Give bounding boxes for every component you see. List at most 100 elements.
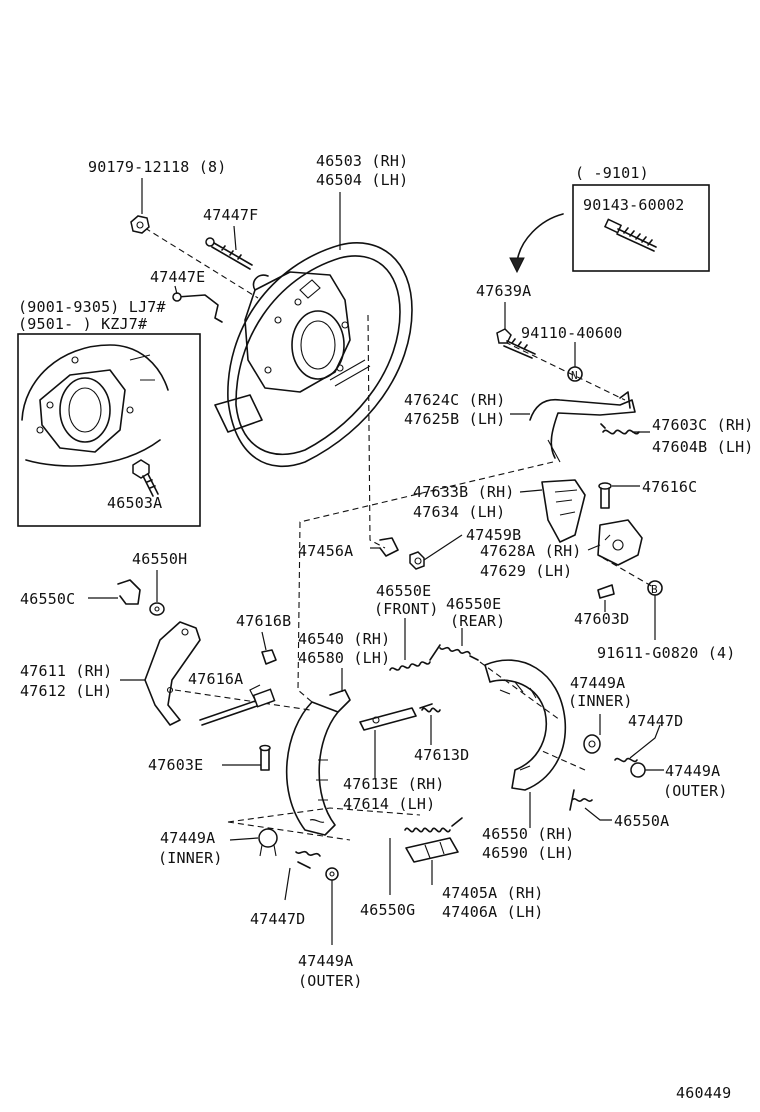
label-47406a: 47406A (LH) [442,903,544,921]
brake-shoe-46540-icon [285,689,351,836]
label-90179: 90179-12118 (8) [88,158,226,176]
clip-46550c-icon [88,579,141,605]
label-47633b: 47633B (RH) [413,483,515,501]
curved-arrow-icon [516,213,564,263]
strut-47633b-icon [541,479,586,543]
label-46504: 46504 (LH) [316,171,408,189]
label-46550e-rear: 46550E [446,595,501,613]
pin-47603e-icon [222,744,271,771]
parking-lever-47611-icon [120,621,201,726]
label-47624c: 47624C (RH) [404,391,506,409]
pin-46550a-icon [569,789,612,821]
washer-46550h-icon [149,602,165,616]
label-47612: 47612 (LH) [20,682,112,700]
brake-shoe-46550-icon [484,659,567,791]
label-47603c: 47603C (RH) [652,416,754,434]
spring-47447d-right-icon [614,724,661,763]
svg-text:N: N [571,369,578,382]
label-47603d: 47603D [574,610,629,628]
label-47449a-outer-r: 47449A [665,762,720,780]
spring-46550g-icon [389,817,463,895]
marker-n: N [567,342,583,382]
label-47447f: 47447F [203,206,258,224]
label-46550h: 46550H [132,550,187,568]
label-47628a: 47628A (RH) [480,542,582,560]
label-46550c: 46550C [20,590,75,608]
retainer-47449a-outer-right-icon [630,762,664,778]
label-47456a: 47456A [298,542,353,560]
bracket-47628a-icon [597,519,643,566]
svg-text:B: B [651,583,658,596]
inset-left-row1: (9001-9305) LJ7# [18,298,166,316]
label-46540: 46540 (RH) [298,630,390,648]
lever-47624c-icon [529,391,636,463]
clip-47616b-icon [261,649,277,665]
label-47616c: 47616C [642,478,697,496]
spring-47447d-left-icon [284,850,321,901]
label-47459b: 47459B [466,526,521,544]
label-outer-r: (OUTER) [663,782,728,800]
label-47616b: 47616B [236,612,291,630]
label-47449a-inner-r: 47449A [570,674,625,692]
label-47447d-r: 47447D [628,712,683,730]
pin-47447f-icon [205,237,253,270]
label-47449a-outer-l: 47449A [298,952,353,970]
inset-range-label: ( -9101) [575,164,649,182]
label-46550e-front: 46550E [376,582,431,600]
pin-47616c-icon [598,482,640,509]
label-47611: 47611 (RH) [20,662,112,680]
label-46580: 46580 (LH) [298,649,390,667]
diagram-id: 460449 [676,1084,731,1102]
marker-b: B [647,580,663,640]
part-label-90143: 90143-60002 [583,196,685,214]
label-46550g: 46550G [360,901,415,919]
bolt-90143-icon [603,218,657,252]
retainer-47449a-inner-right-icon [583,714,601,754]
label-46503: 46503 (RH) [316,152,408,170]
label-46590: 46590 (LH) [482,844,574,862]
rod-47616a-icon [199,684,276,726]
label-47629: 47629 (LH) [480,562,572,580]
strut-47613e-icon [359,707,417,778]
label-47613d: 47613D [414,746,469,764]
nut-90179-icon [130,215,150,234]
labels: 90179-12118 (8) 46503 (RH) 46504 (LH) 47… [20,152,754,1102]
assembly-dashed-lines [144,227,656,841]
label-inner-r: (INNER) [568,692,633,710]
label-46550a: 46550A [614,812,669,830]
retainer-47449a-outer-left-icon [325,867,339,945]
bolt-47459b-icon [409,534,463,570]
bolt-47639a-icon [496,328,536,359]
label-rear: (REAR) [450,612,505,630]
backing-plate-inset-icon [21,344,169,467]
label-94110: 94110-40600 [521,324,623,342]
label-46550: 46550 (RH) [482,825,574,843]
bolt-46503a-icon [132,459,159,497]
spring-46550e-front-icon [389,618,441,671]
inset-left-row2: (9501- ) KZJ7# [18,315,147,333]
label-outer-l: (OUTER) [298,972,363,990]
inset-top-right-box [572,184,710,272]
label-47634: 47634 (LH) [413,503,505,521]
label-front: (FRONT) [374,600,439,618]
label-47604b: 47604B (LH) [652,438,754,456]
retainer-47449a-inner-left-icon [229,828,278,857]
label-47613e: 47613E (RH) [343,775,445,793]
clip-47603d-icon [597,584,615,599]
label-47447d-l: 47447D [250,910,305,928]
label-47603e: 47603E [148,756,203,774]
label-91611: 91611-G0820 (4) [597,644,735,662]
label-inner-l: (INNER) [158,849,223,867]
inset-left: (9001-9305) LJ7# (9501- ) KZJ7# 46503A [17,298,201,527]
tube-47447e-icon [172,292,223,323]
spring-46550e-rear-icon [439,628,479,661]
inset-top-right: ( -9101) 90143-60002 [572,164,710,272]
label-47405a: 47405A (RH) [442,884,544,902]
backing-plate-icon [214,242,413,468]
part-label-46503a: 46503A [107,494,162,512]
label-47449a-inner-l: 47449A [160,829,215,847]
label-47625b: 47625B (LH) [404,410,506,428]
arrow-head-icon [509,257,525,274]
